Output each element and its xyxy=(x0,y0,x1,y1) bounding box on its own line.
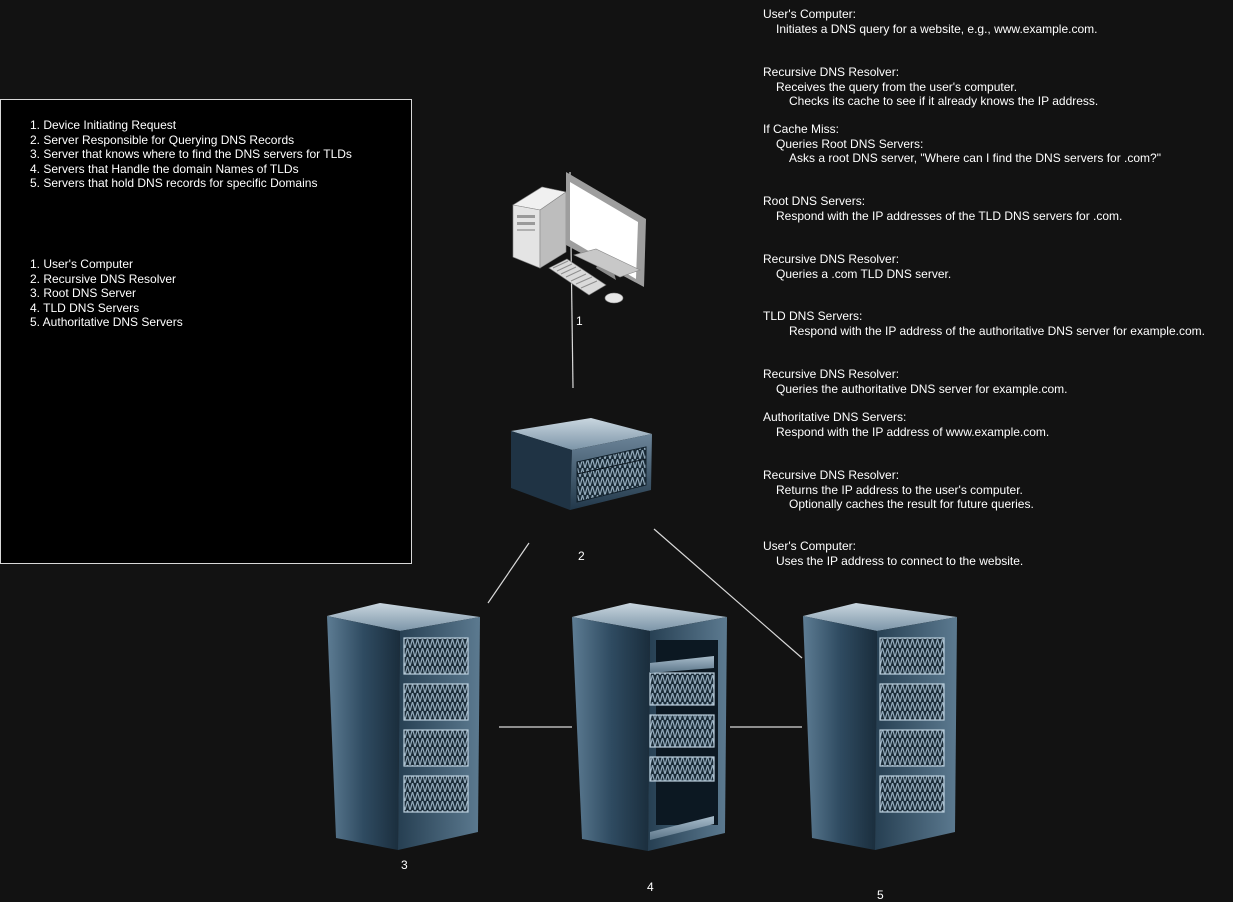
step-title: Authoritative DNS Servers: xyxy=(763,410,907,424)
step-block: Recursive DNS Resolver: Queries a .com T… xyxy=(763,252,951,281)
step-title: TLD DNS Servers: xyxy=(763,309,863,323)
step-block: Root DNS Servers: Respond with the IP ad… xyxy=(763,194,1122,223)
role-item: 4. Servers that Handle the domain Names … xyxy=(30,161,299,176)
role-item: 2. Server Responsible for Querying DNS R… xyxy=(30,132,295,147)
step-block: User's Computer: Uses the IP address to … xyxy=(763,539,1023,568)
name-list: 1. User's Computer 2. Recursive DNS Reso… xyxy=(30,257,183,330)
server-tower-icon xyxy=(327,603,480,850)
step-line: Respond with the IP addresses of the TLD… xyxy=(776,208,1123,223)
step-line: Queries Root DNS Servers: xyxy=(776,136,924,151)
step-line: Queries the authoritative DNS server for… xyxy=(776,381,1068,396)
step-line: Respond with the IP address of www.examp… xyxy=(776,424,1050,439)
step-block: If Cache Miss: Queries Root DNS Servers:… xyxy=(763,122,1161,166)
name-item: 2. Recursive DNS Resolver xyxy=(30,271,177,286)
node-label-tld: 4 xyxy=(647,880,654,894)
rack-server-icon xyxy=(511,418,652,510)
step-title: If Cache Miss: xyxy=(763,122,840,136)
step-title: Root DNS Servers: xyxy=(763,194,866,208)
connector-resolver-authoritative xyxy=(653,528,803,659)
node-label-computer: 1 xyxy=(576,314,583,328)
step-block: TLD DNS Servers: Respond with the IP add… xyxy=(763,309,1205,338)
step-title: Recursive DNS Resolver: xyxy=(763,252,900,266)
step-title: Recursive DNS Resolver: xyxy=(763,367,900,381)
role-item: 3. Server that knows where to find the D… xyxy=(30,147,352,161)
step-title: Recursive DNS Resolver: xyxy=(763,65,900,79)
step-block: User's Computer: Initiates a DNS query f… xyxy=(763,7,1097,36)
node-label-authoritative: 5 xyxy=(877,888,884,902)
node-label-resolver: 2 xyxy=(578,549,585,563)
node-label-root: 3 xyxy=(401,858,408,872)
step-line: Optionally caches the result for future … xyxy=(789,497,1034,511)
legend-box: 1. Device Initiating Request 2. Server R… xyxy=(0,99,412,564)
step-line: Asks a root DNS server, "Where can I fin… xyxy=(789,151,1161,165)
step-line: Respond with the IP address of the autho… xyxy=(789,323,1205,338)
step-block: Recursive DNS Resolver: Queries the auth… xyxy=(763,367,1067,396)
server-tower-icon xyxy=(803,603,957,850)
step-line: Returns the IP address to the user's com… xyxy=(776,482,1023,497)
name-item: 3. Root DNS Server xyxy=(30,286,137,300)
step-title: User's Computer: xyxy=(763,7,856,21)
name-item: 1. User's Computer xyxy=(30,257,133,271)
step-title: Recursive DNS Resolver: xyxy=(763,468,900,482)
step-block: Authoritative DNS Servers: Respond with … xyxy=(763,410,1049,439)
role-item: 5. Servers that hold DNS records for spe… xyxy=(30,176,318,190)
role-list: 1. Device Initiating Request 2. Server R… xyxy=(30,118,352,191)
step-block: Recursive DNS Resolver: Returns the IP a… xyxy=(763,468,1034,512)
step-block: Recursive DNS Resolver: Receives the que… xyxy=(763,65,1098,109)
name-item: 5. Authoritative DNS Servers xyxy=(30,315,183,329)
step-line: Checks its cache to see if it already kn… xyxy=(789,94,1099,108)
name-item: 4. TLD DNS Servers xyxy=(30,300,140,315)
open-rack-icon xyxy=(572,603,727,851)
step-line: Receives the query from the user's compu… xyxy=(776,79,1018,94)
desktop-computer-icon xyxy=(512,172,646,304)
step-line: Queries a .com TLD DNS server. xyxy=(776,266,952,281)
connector-resolver-root xyxy=(487,542,530,604)
step-line: Initiates a DNS query for a website, e.g… xyxy=(776,21,1098,36)
step-line: Uses the IP address to connect to the we… xyxy=(776,553,1024,568)
step-title: User's Computer: xyxy=(763,539,856,553)
role-item: 1. Device Initiating Request xyxy=(30,118,177,132)
